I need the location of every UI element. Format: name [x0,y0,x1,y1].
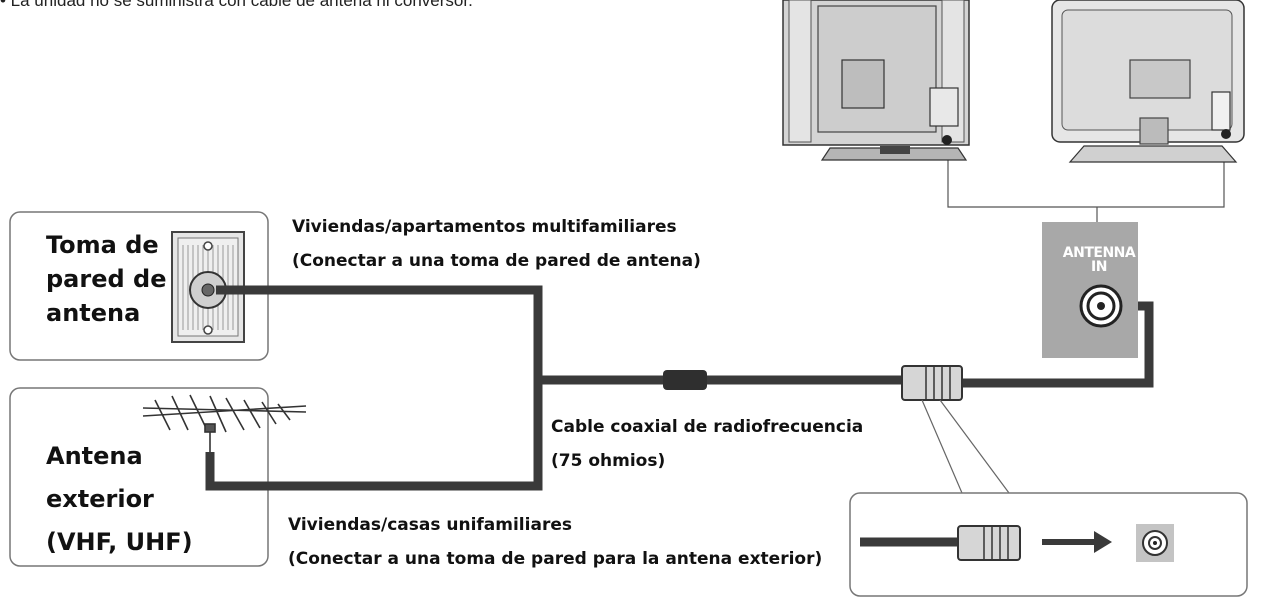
outdoor-antenna-label-line2: exterior [46,485,154,513]
antenna-jack-label-line1: ANTENNA [1062,245,1136,261]
multifamily-line2: (Conectar a una toma de pared de antena) [292,251,701,271]
single-family-line1: Viviendas/casas unifamiliares [288,515,572,535]
outdoor-antenna-label-line1: Antena [46,442,143,470]
antenna-jack [1079,284,1123,328]
wall-outlet-label-line3: antena [46,299,141,327]
tv-connection-lines [947,160,1225,222]
single-family-line2: (Conectar a una toma de pared para la an… [288,549,823,569]
multifamily-line1: Viviendas/apartamentos multifamiliares [292,217,677,237]
wall-outlet-label-line2: pared de [46,265,167,293]
connector-detail-callout [849,399,1248,597]
f-connector [901,365,963,401]
cable-line1: Cable coaxial de radiofrecuencia [551,417,864,437]
multifamily-label: Viviendas/apartamentos multifamiliares (… [292,210,701,278]
antenna-jack-label-line2: IN [1091,259,1107,275]
single-family-label: Viviendas/casas unifamiliares (Conectar … [288,508,822,576]
plasma-tv-rear-icon [782,0,970,161]
wall-outlet-label-line1: Toma de [46,231,159,259]
antenna-jack-label: ANTENNA IN [1059,246,1139,274]
cable-label: Cable coaxial de radiofrecuencia (75 ohm… [551,410,863,478]
outdoor-antenna-icon [142,394,307,462]
outdoor-antenna-label-line3: (VHF, UHF) [46,528,193,556]
top-note: • La unidad no se suministra con cable d… [0,0,473,10]
cable-ferrite [663,370,707,390]
outdoor-antenna-box [9,387,269,567]
cable-line2: (75 ohmios) [551,451,666,471]
outdoor-antenna-label: Antena exterior (VHF, UHF) [46,435,193,564]
lcd-tv-rear-icon [1051,0,1245,163]
wall-outlet-label: Toma de pared de antena [46,228,166,330]
